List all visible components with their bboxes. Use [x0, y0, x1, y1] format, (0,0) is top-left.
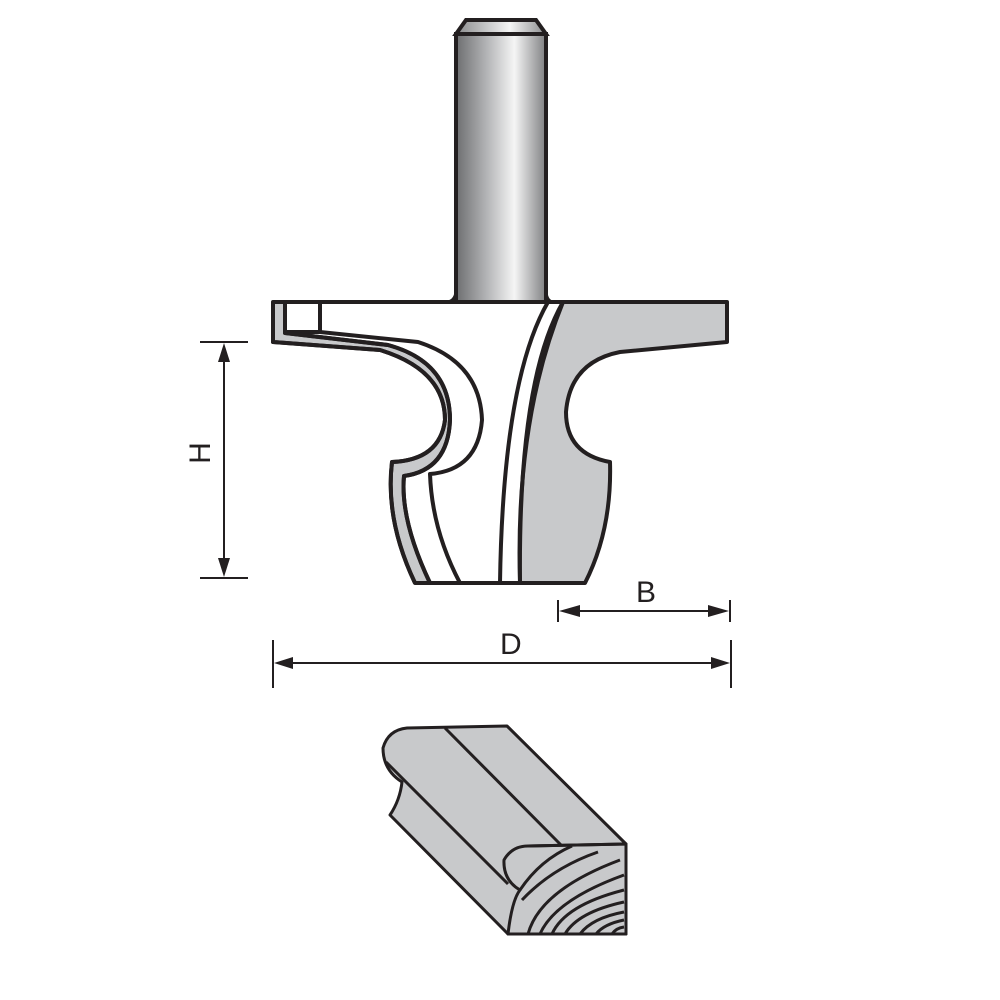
dimension-d: [272, 640, 732, 688]
shank: [447, 18, 553, 304]
height-label: H: [184, 442, 217, 464]
dimension-h: [200, 341, 248, 579]
dimension-b: [557, 600, 731, 622]
cutter-body: [271, 300, 729, 585]
wood-profile: [381, 724, 628, 936]
diameter-label: D: [500, 628, 522, 661]
cutting-width-label: B: [636, 576, 657, 609]
